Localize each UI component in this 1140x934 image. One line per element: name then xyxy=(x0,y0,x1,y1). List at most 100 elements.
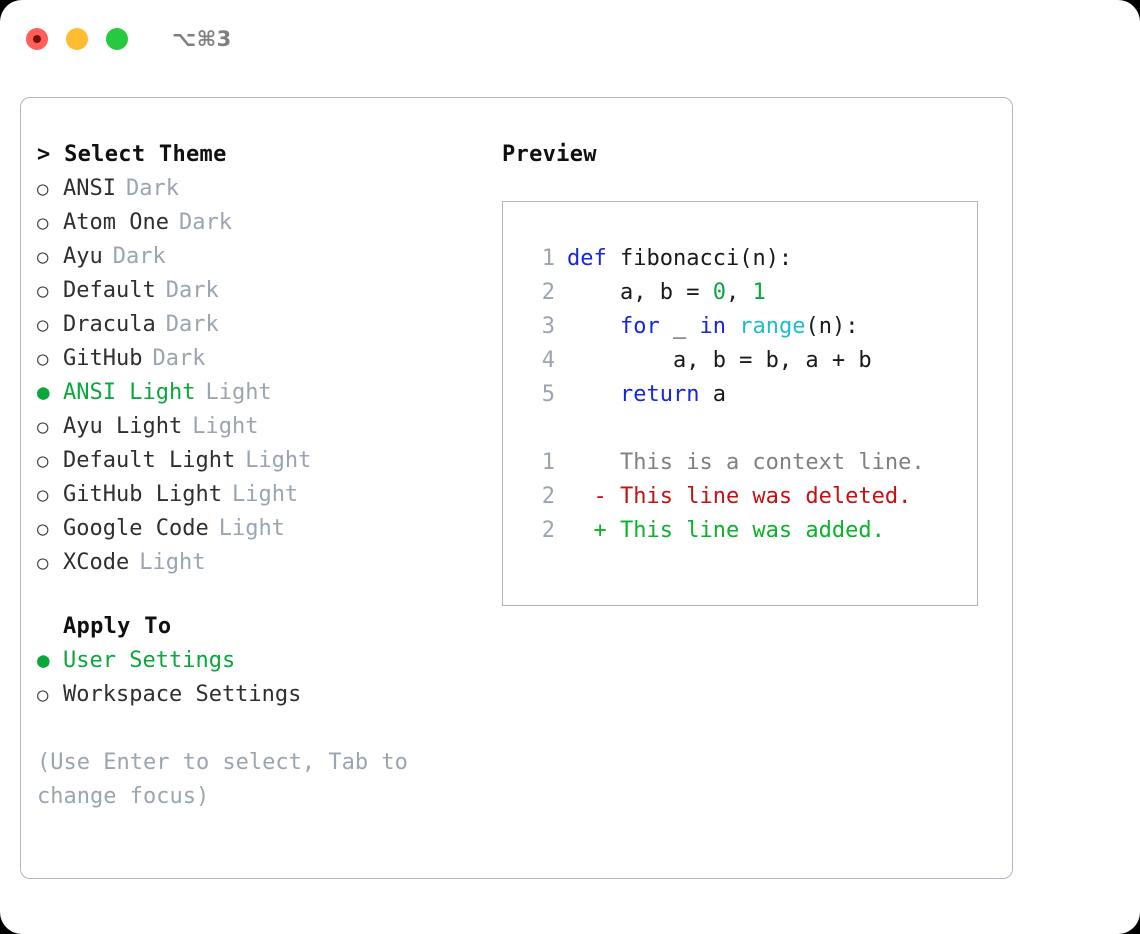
code-line-text: for _ in range(n): xyxy=(567,314,858,339)
theme-list-item[interactable]: ○ Ayu Light Light xyxy=(37,414,467,448)
code-token: 1 xyxy=(752,280,766,305)
code-line-number: 5 xyxy=(541,382,555,407)
radio-unselected-icon[interactable]: ○ xyxy=(37,484,49,506)
radio-unselected-icon[interactable]: ○ xyxy=(37,314,49,336)
theme-list-item-variant: Light xyxy=(231,482,299,507)
theme-list-item-label: Default Light xyxy=(63,448,236,473)
theme-list-item[interactable]: ○ XCode Light xyxy=(37,550,467,584)
close-button[interactable] xyxy=(26,28,48,50)
diff-line-text: This is a context line. xyxy=(619,450,925,475)
radio-unselected-icon[interactable]: ○ xyxy=(37,518,49,540)
radio-unselected-icon[interactable]: ○ xyxy=(37,416,49,438)
theme-list-item-label: Default xyxy=(63,278,156,303)
theme-list-item-variant: Dark xyxy=(165,312,219,337)
radio-unselected-icon[interactable]: ○ xyxy=(37,552,49,574)
window-titlebar: ⌥⌘3 xyxy=(0,0,1140,78)
theme-list-item[interactable]: ○ GitHub Dark xyxy=(37,346,467,380)
theme-list-item-label: Dracula xyxy=(63,312,156,337)
theme-list-item-label: GitHub Light xyxy=(63,482,222,507)
theme-list-item-variant: Light xyxy=(205,380,272,405)
code-line-number: 4 xyxy=(541,348,555,373)
code-token: range xyxy=(739,314,806,339)
code-line: 5 return a xyxy=(521,382,977,416)
theme-picker-heading-label: > Select Theme xyxy=(37,142,227,167)
theme-list-item[interactable]: ○ Default Dark xyxy=(37,278,467,312)
apply-to-heading-indent: ● xyxy=(37,616,63,638)
code-token: , xyxy=(725,280,753,305)
radio-unselected-icon[interactable]: ○ xyxy=(37,246,49,268)
code-token xyxy=(726,314,739,339)
diff-line: 1 This is a context line. xyxy=(521,450,977,484)
theme-list-item-variant: Dark xyxy=(112,244,166,269)
theme-list-item[interactable]: ○ Default Light Light xyxy=(37,448,467,482)
apply-to-heading-label: Apply To xyxy=(63,614,172,639)
theme-list-item-label: ANSI xyxy=(63,176,116,201)
radio-unselected-icon[interactable]: ○ xyxy=(37,212,49,234)
radio-selected-icon[interactable]: ● xyxy=(37,648,50,672)
diff-line-number: 2 xyxy=(541,484,555,509)
theme-list-item-label: Google Code xyxy=(63,516,209,541)
theme-list-item-variant: Light xyxy=(245,448,312,473)
apply-to-heading: ● Apply To xyxy=(37,614,467,648)
code-token: for xyxy=(619,314,660,339)
minimize-button[interactable] xyxy=(66,28,88,50)
diff-line-number: 1 xyxy=(541,450,555,475)
code-line: 2 a, b = 0, 1 xyxy=(521,280,977,314)
code-token: def xyxy=(567,246,607,271)
theme-list-item-label: GitHub xyxy=(63,346,143,371)
radio-unselected-icon[interactable]: ○ xyxy=(37,450,49,472)
apply-to-list-item-label: User Settings xyxy=(63,648,236,673)
code-token: a xyxy=(699,382,726,407)
theme-list-item-label: ANSI Light xyxy=(63,380,196,405)
window-controls xyxy=(26,28,128,50)
code-token: return xyxy=(619,382,700,407)
code-line: 1 def fibonacci(n): xyxy=(521,246,977,280)
radio-unselected-icon[interactable]: ○ xyxy=(37,178,49,200)
diff-line: 2 - This line was deleted. xyxy=(521,484,977,518)
apply-to-list-item[interactable]: ● User Settings xyxy=(37,648,467,682)
radio-unselected-icon[interactable]: ○ xyxy=(37,684,49,706)
code-token: 0 xyxy=(712,280,726,305)
keyboard-shortcut-label: ⌥⌘3 xyxy=(172,27,232,51)
code-token xyxy=(567,314,620,339)
radio-unselected-icon[interactable]: ○ xyxy=(37,280,49,302)
theme-list-item-variant: Dark xyxy=(165,278,219,303)
theme-list-item-label: Ayu Light xyxy=(63,414,183,439)
preview-title: Preview xyxy=(502,142,597,167)
code-line-text: a, b = 0, 1 xyxy=(567,280,766,305)
theme-list-item-variant: Dark xyxy=(178,210,232,235)
theme-list-item[interactable]: ● ANSI Light Light xyxy=(37,380,467,414)
theme-list-item[interactable]: ○ GitHub Light Light xyxy=(37,482,467,516)
theme-list-item-variant: Light xyxy=(192,414,259,439)
radio-unselected-icon[interactable]: ○ xyxy=(37,348,49,370)
code-line: 3 for _ in range(n): xyxy=(521,314,977,348)
code-token: fibonacci(n): xyxy=(606,246,793,271)
apply-to-list-item[interactable]: ○ Workspace Settings xyxy=(37,682,467,716)
maximize-button[interactable] xyxy=(106,28,128,50)
theme-list-item[interactable]: ○ Dracula Dark xyxy=(37,312,467,346)
theme-list-item-variant: Dark xyxy=(152,346,206,371)
theme-list-item-label: XCode xyxy=(63,550,130,575)
code-line-number: 1 xyxy=(541,246,555,271)
theme-list-item-variant: Light xyxy=(139,550,206,575)
code-token xyxy=(567,382,620,407)
code-line-text: return a xyxy=(567,382,726,407)
diff-line-text: This line was deleted. xyxy=(619,484,912,509)
code-token: a, b = b, a + b xyxy=(567,348,872,373)
radio-selected-icon[interactable]: ● xyxy=(37,380,50,404)
apply-to-list-item-label: Workspace Settings xyxy=(63,682,302,707)
code-line-text: a, b = b, a + b xyxy=(567,348,872,373)
apply-to-list: ● User Settings ○ Workspace Settings xyxy=(37,648,467,716)
code-line: 4 a, b = b, a + b xyxy=(521,348,977,382)
